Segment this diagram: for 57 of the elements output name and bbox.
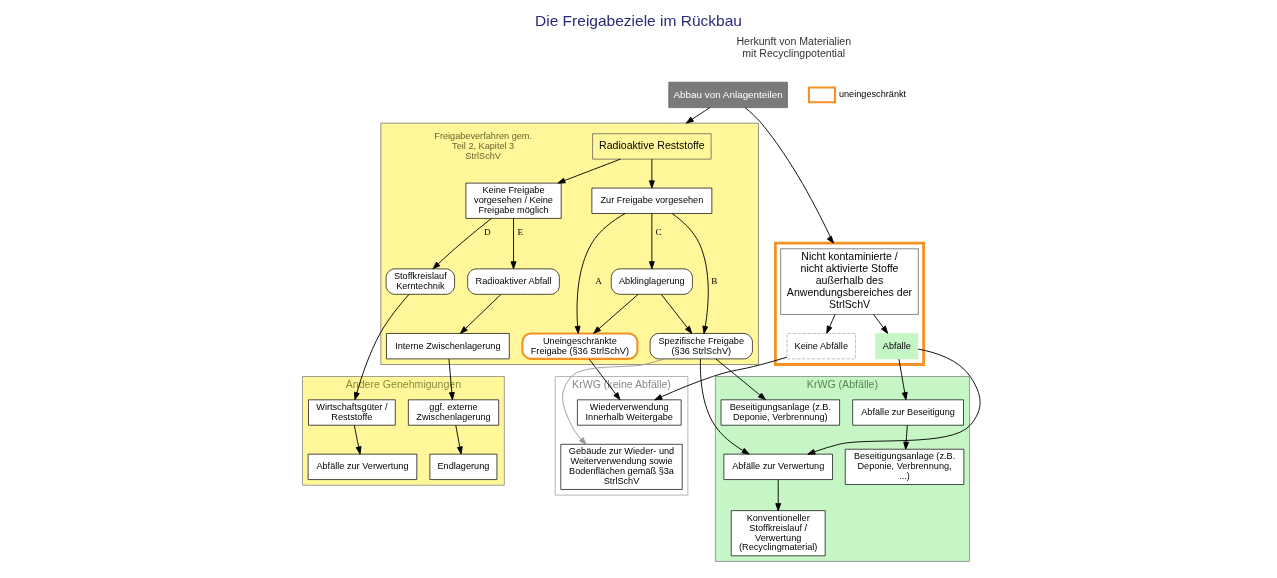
arrow [654,356,788,401]
node-box: Interne Zwischenlagerung [386,333,510,360]
arrow [715,358,766,401]
node-box: Keine Freigabe vorgesehen / Keine Freigabe möglich [465,182,562,219]
arrow [353,424,362,455]
arrow [354,293,410,401]
arrow [826,314,836,334]
arrow [898,358,908,401]
arrow [873,314,889,334]
label: Herkunft von Materialien mit Recyclingpotential [736,34,852,59]
node-box: Abfälle zur Verwertung [307,453,418,480]
node-box: Beseitigungsanlage (z.B. Deponie, Verbrennung, ...) [844,448,965,485]
node-box: Wiederverwendung Innerhalb Weitergabe [577,399,682,426]
arrow [671,213,709,334]
arrow [510,218,517,270]
node-box: Beseitigungsanlage (z.B. Deponie, Verbrennung) [720,399,840,426]
node-box: Konventioneller Stoffkreislauf / Verwertung (Recyclingmaterial) [730,510,826,557]
arrow [744,107,835,244]
edge-label: B [711,275,718,286]
edge-label: C [655,226,662,237]
arrow [562,358,666,445]
arrow [903,424,910,450]
diagram-title: Die Freigabeziele im Rückbau [535,12,742,30]
node-box: Keine Abfälle [786,333,856,360]
arrow [448,358,455,401]
node-box: Abklinglagerung [610,268,693,295]
edge-label: D [484,226,491,237]
node-box: Abfälle zur Beseitigung [852,399,964,426]
arrow [557,158,621,184]
node-box: Stoffkreislauf Kerntechnik [385,268,455,295]
node-box: Abbau von Anlagenteilen [668,81,788,108]
arrow [455,424,463,455]
node-box: Endlagerung [429,453,498,480]
arrow [660,294,693,334]
edge-label: A [595,275,602,286]
node-box: Zur Freigabe vorgesehen [591,187,713,214]
legend-label: uneingeschränkt [838,89,907,100]
node-box: Abfälle zur Verwertung [723,453,833,480]
arrow [775,479,782,512]
arrow [699,358,750,455]
node-box: Radioaktiver Abfall [467,268,560,295]
arrow [593,294,639,334]
node-box: Abfälle [875,333,919,360]
arrow [648,158,655,189]
arrow [460,294,502,334]
node-box: Uneingeschränkte Freigabe (§36 StrlSchV) [521,332,639,360]
node-box: Gebäude zur Wieder- und Weiterverwendung sowie Bodenflächen gemäß §3a StrlSchV [560,443,683,490]
arrow [648,213,655,270]
arrow [685,107,711,124]
node-box: Spezifische Freigabe (§36 StrlSchV) [649,333,753,360]
arrow [432,218,492,270]
node-box: ggf. externe Zwischenlagerung [408,399,500,426]
edge-label: E [517,226,524,237]
label: Freigabeverfahren gem. Teil 2, Kapitel 3 StrlSchV [434,130,533,161]
node-box: Wirtschaftsgüter / Reststoffe [308,399,396,426]
arrow [574,213,626,334]
arrow [807,348,981,455]
